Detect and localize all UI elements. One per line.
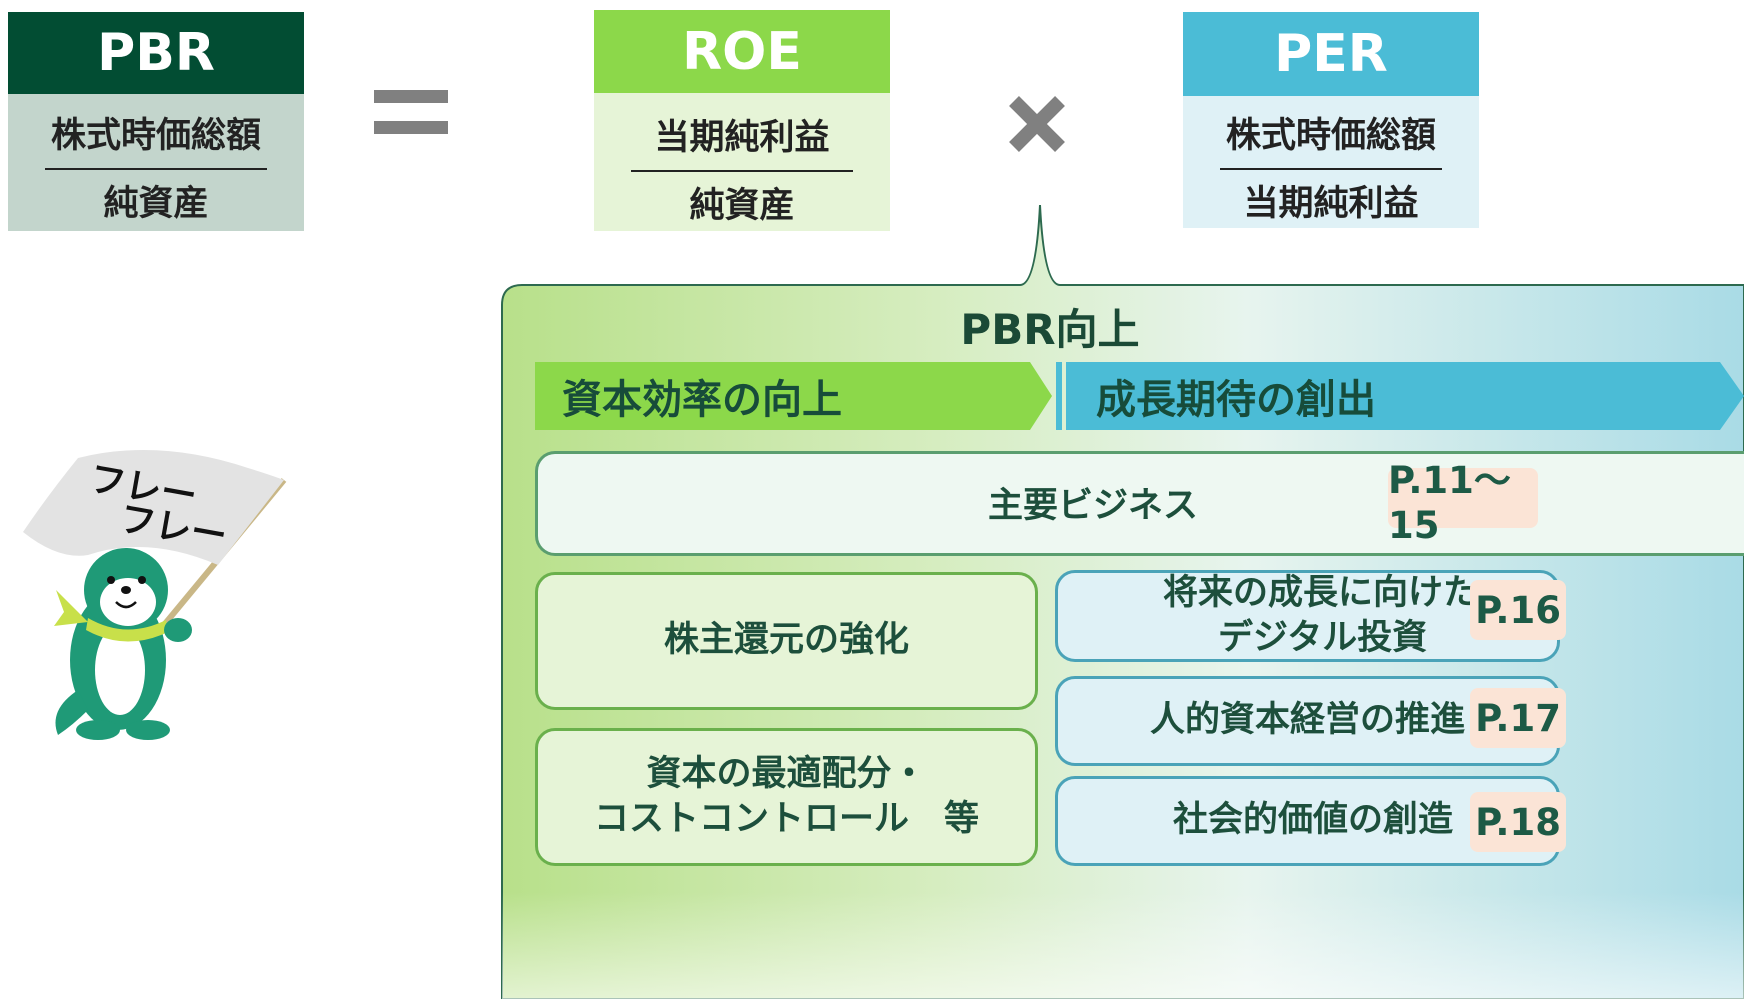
digital-investment-line1: 将来の成長に向けた (1163, 572, 1479, 613)
page-ref-badge: P.18 (1470, 792, 1566, 852)
pbr-box: PBR 株式時価総額 純資産 (8, 12, 304, 231)
capital-allocation-line2: コストコントロール 等 (593, 799, 979, 839)
left-arrow-label: 資本効率の向上 (562, 377, 842, 423)
social-value-label: 社会的価値の創造 (1173, 800, 1454, 841)
roe-numerator: 当期純利益 (654, 117, 830, 158)
pbr-header: PBR (8, 12, 304, 94)
capital-allocation-box: 資本の最適配分・ コストコントロール 等 (535, 728, 1038, 866)
human-capital-label: 人的資本経営の推進 (1150, 700, 1466, 741)
per-numerator: 株式時価総額 (1225, 115, 1436, 156)
right-arrow-label: 成長期待の創出 (1096, 377, 1376, 423)
mascot-illustration: フレー フレー (23, 450, 287, 740)
roe-fraction: 当期純利益 純資産 (594, 98, 890, 232)
fraction-line (45, 168, 267, 170)
page-ref-badge: P.16 (1470, 580, 1566, 640)
page-ref-badge: P.11～15 (1388, 459, 1538, 547)
per-header: PER (1183, 12, 1479, 96)
panel-title: PBR向上 (960, 305, 1140, 354)
main-business-label: 主要ビジネス (988, 486, 1199, 526)
per-denominator: 当期純利益 (1243, 183, 1419, 224)
roe-denominator: 純資産 (689, 185, 795, 226)
main-business-box: 主要ビジネス (535, 451, 1744, 556)
multiply-icon (1009, 96, 1065, 152)
pbr-numerator: 株式時価総額 (50, 115, 261, 156)
fraction-line (631, 170, 853, 172)
page-ref-badge: P.17 (1470, 688, 1566, 748)
left-arrow-shape (535, 362, 1052, 430)
digital-investment-line2: デジタル投資 (1218, 618, 1428, 658)
pbr-denominator: 純資産 (103, 183, 209, 224)
right-arrow-shape (1066, 362, 1744, 430)
capital-allocation-line1: 資本の最適配分・ (646, 753, 927, 794)
fraction-line (1220, 168, 1442, 170)
per-box: PER 株式時価総額 当期純利益 (1183, 12, 1479, 228)
per-fraction: 株式時価総額 当期純利益 (1183, 96, 1479, 230)
roe-box: ROE 当期純利益 純資産 (594, 10, 890, 231)
roe-header: ROE (594, 10, 890, 93)
equals-icon (374, 90, 448, 134)
shareholder-return-box: 株主還元の強化 (535, 572, 1038, 710)
pbr-fraction: 株式時価総額 純資産 (8, 96, 304, 230)
shareholder-return-label: 株主還元の強化 (663, 620, 909, 661)
